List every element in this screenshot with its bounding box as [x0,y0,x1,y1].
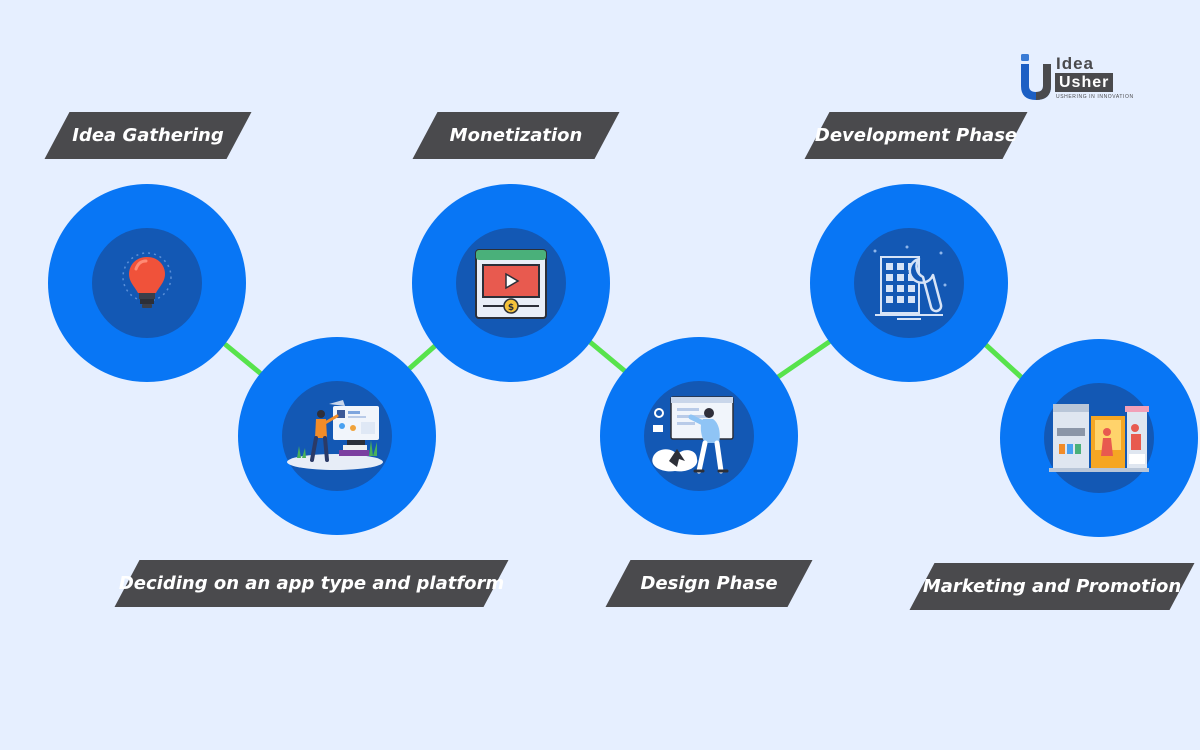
step-label-design-phase: Design Phase [618,560,800,607]
logo-u-mark-icon [1021,54,1051,100]
step-label-deciding-app-type: Deciding on an app type and platform [119,560,504,607]
connector-1-2 [223,342,263,376]
step-circle-deciding-app-type [238,337,436,535]
step-circle-design-phase [600,337,798,535]
svg-text:$: $ [508,303,514,313]
step-circle-development-phase [810,184,1008,382]
connector-4-5 [775,339,832,380]
step-circle-monetization: $ [412,184,610,382]
step-label-development-phase: Development Phase [815,112,1017,159]
step-label-marketing-promotion: Marketing and Promotion [922,563,1182,610]
logo-tagline: USHERING IN INNOVATION [1056,94,1134,100]
step-label-monetization: Monetization [425,112,607,159]
connector-5-6 [983,342,1024,380]
designer-icon [652,396,734,474]
lightbulb-icon [122,252,172,308]
wrench-building-icon [873,245,947,320]
shop-marketing-icon [1049,404,1149,472]
step-circle-marketing-promotion [1000,339,1198,537]
logo-word-idea: Idea [1056,54,1095,73]
logo-word-usher: Usher [1055,73,1114,92]
connector-2-3 [407,342,439,371]
step-label-idea-gathering: Idea Gathering [57,112,239,159]
step-circle-idea-gathering [48,184,246,382]
connector-3-4 [587,339,629,375]
idea-usher-logo[interactable]: Idea Usher USHERING IN INNOVATION [1018,52,1148,104]
video-monetization-icon: $ [475,249,547,319]
presentation-icon [287,400,383,470]
